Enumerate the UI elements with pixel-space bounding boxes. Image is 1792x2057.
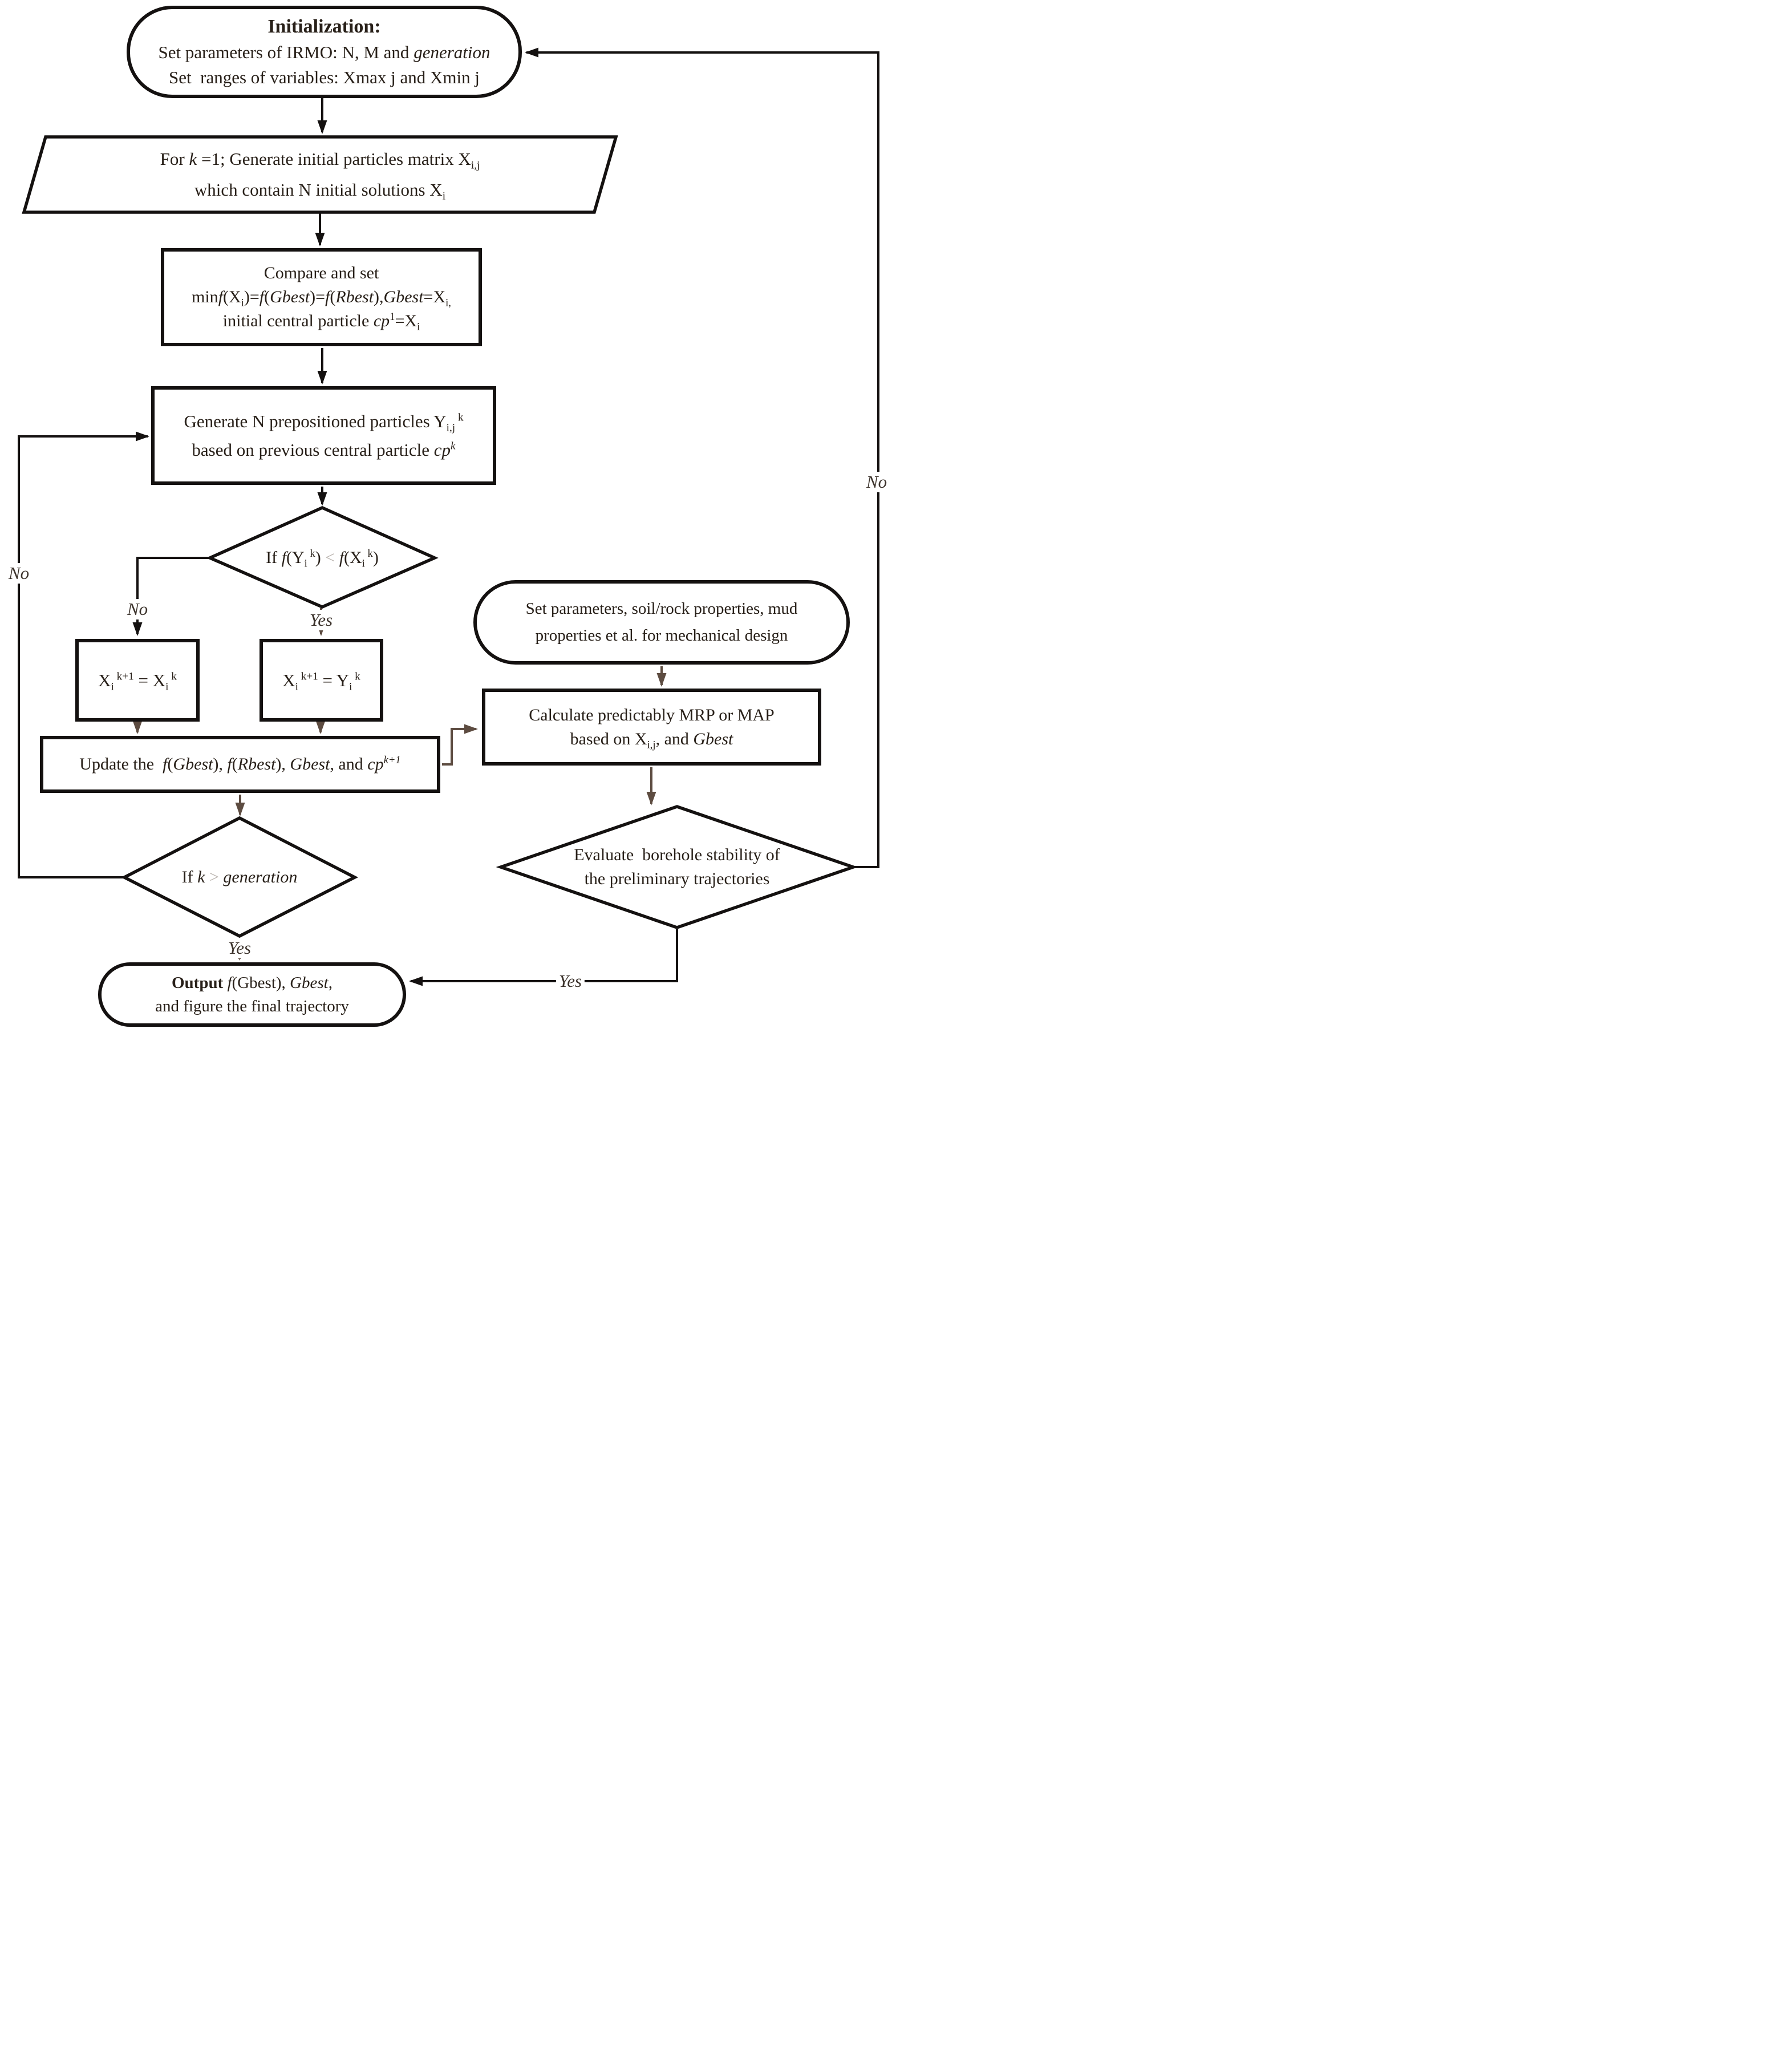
keepx-equation: Xi k+1 = Xi k [98, 670, 177, 693]
diamond-k-greater-generation [120, 816, 359, 938]
diamond-evaluate-borehole [496, 805, 858, 929]
node-initialization: Initialization: Set parameters of IRMO: … [127, 6, 522, 98]
decision1-condition: If f(Yi k) < f(Xi k) [266, 547, 379, 570]
node-decision-k-text: If k > generation [124, 850, 355, 905]
label-decision1-no: No [124, 599, 151, 619]
node-generate-prepositioned: Generate N prepositioned particles Yi,j … [151, 386, 496, 485]
node-set-mechanical-params: Set parameters, soil/rock properties, mu… [473, 580, 850, 665]
parallelogram-generate-matrix [22, 135, 618, 214]
node-output: Output f(Gbest), Gbest, and figure the f… [98, 962, 406, 1027]
output-line-1: Output f(Gbest), Gbest, [172, 973, 333, 992]
compare-line-1: Compare and set [263, 264, 379, 282]
edge-evaluate-no-loop-to-init [525, 47, 879, 868]
edge-evaluate-yes-to-output [409, 929, 678, 986]
init-line-ranges: Set ranges of variables: Xmax j and Xmin… [169, 67, 480, 87]
node-take-y: Xi k+1 = Yi k [260, 639, 383, 722]
node-evaluate-text: Evaluate borehole stability of the preli… [501, 830, 853, 904]
node-compare-and-set: Compare and set minf(Xi)=f(Gbest)=f(Rbes… [161, 248, 482, 346]
generate-line-1: Generate N prepositioned particles Yi,j … [184, 411, 464, 434]
label-loop-no: No [5, 563, 33, 584]
edge-decision1-no-to-keepx [132, 557, 210, 636]
init-title: Initialization: [267, 16, 381, 37]
node-update-gbest: Update the f(Gbest), f(Rbest), Gbest, an… [40, 736, 440, 793]
generate-line-2: based on previous central particle cpk [192, 439, 456, 460]
label-right-loop-no: No [863, 472, 890, 492]
update-line: Update the f(Gbest), f(Rbest), Gbest, an… [79, 754, 401, 774]
calc-line-1: Calculate predictably MRP or MAP [529, 705, 775, 724]
compare-line-3: initial central particle cp1=Xi [222, 310, 420, 333]
evaluate-line-2: the preliminary trajectories [584, 869, 770, 888]
compare-line-2: minf(Xi)=f(Gbest)=f(Rbest),Gbest=Xi, [192, 288, 451, 309]
edge-decision2-no-loop-to-generate [18, 431, 149, 878]
decision2-condition: If k > generation [181, 868, 298, 886]
node-keep-x: Xi k+1 = Xi k [75, 639, 200, 722]
label-decision2-yes: Yes [225, 938, 254, 958]
node-decision-fy-text: If f(Yi k) < f(Xi k) [210, 531, 435, 585]
flowchart-edges-layer [18, 47, 879, 986]
setmech-line-1: Set parameters, soil/rock properties, mu… [525, 600, 798, 618]
node-generate-matrix-text: For k =1; Generate initial particles mat… [46, 140, 594, 209]
setmech-line-2: properties et al. for mechanical design [535, 626, 788, 645]
init-line-parameters: Set parameters of IRMO: N, M and generat… [158, 42, 490, 62]
takey-equation: Xi k+1 = Yi k [282, 670, 360, 693]
genmatrix-line-1: For k =1; Generate initial particles mat… [160, 149, 480, 172]
output-line-2: and figure the final trajectory [155, 997, 349, 1015]
node-calculate-mrp-map: Calculate predictably MRP or MAP based o… [482, 689, 821, 766]
edge-update-to-calc [442, 724, 478, 766]
flowchart-canvas: Initialization: Set parameters of IRMO: … [0, 0, 896, 1028]
diamond-fy-less-fx [206, 505, 439, 609]
genmatrix-line-2: which contain N initial solutions Xi [194, 180, 446, 203]
label-evaluate-yes: Yes [556, 971, 585, 991]
label-decision1-yes: Yes [306, 610, 336, 630]
evaluate-line-1: Evaluate borehole stability of [574, 845, 780, 864]
calc-line-2: based on Xi,j, and Gbest [570, 729, 733, 751]
